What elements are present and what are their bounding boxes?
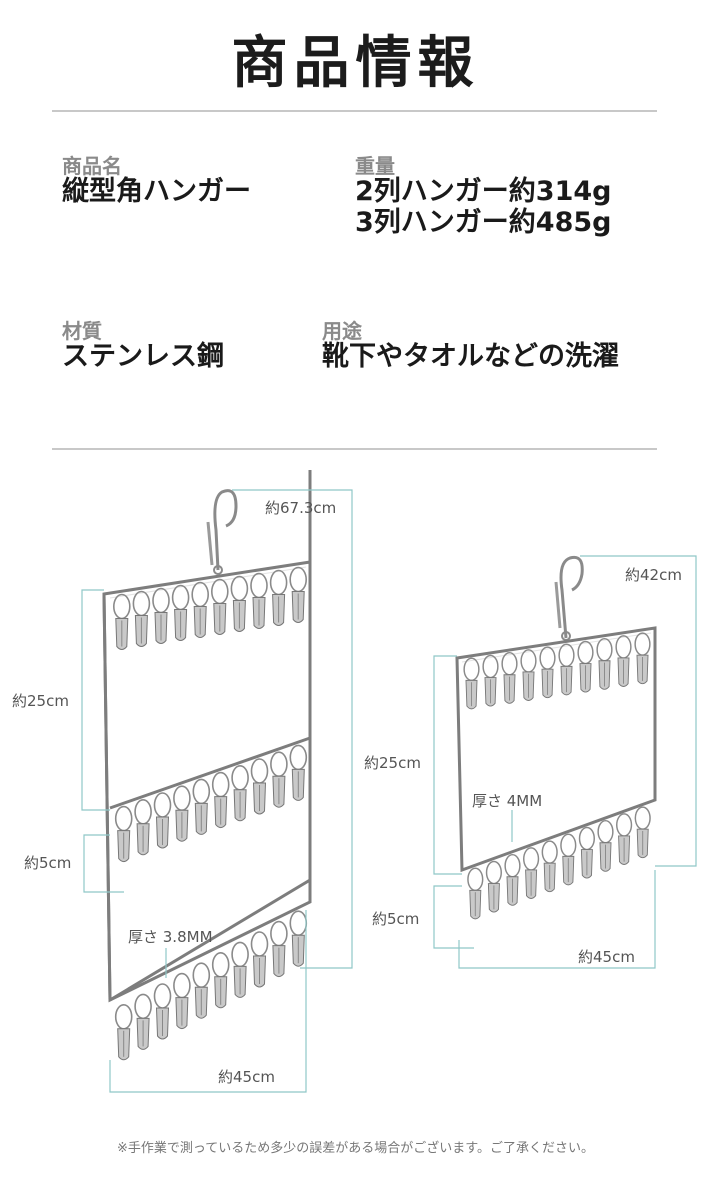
- clothespin-icon: [134, 993, 152, 1050]
- clothespin-icon: [485, 860, 502, 913]
- clip-row-top: [113, 566, 308, 650]
- clothespin-icon: [616, 813, 633, 865]
- clothespin-icon: [211, 771, 230, 829]
- clothespin-icon: [467, 867, 484, 920]
- clothespin-icon: [560, 833, 577, 886]
- clothespin-icon: [501, 651, 518, 704]
- left-clip-label: 約5cm: [24, 854, 71, 872]
- right-height-label: 約42cm: [625, 566, 682, 584]
- clothespin-icon: [173, 785, 191, 842]
- spec-material-label: 材質: [62, 319, 102, 343]
- clothespin-icon: [211, 578, 229, 635]
- clothespin-icon: [173, 972, 191, 1030]
- clip-row-top: [463, 632, 651, 710]
- clothespin-icon: [523, 847, 540, 899]
- clothespin-icon: [134, 798, 152, 856]
- clothespin-icon: [114, 805, 133, 863]
- hanger-2-row: 約42cm 約25cm 厚さ 4MM 約5cm 約45cm: [364, 555, 697, 969]
- clothespin-icon: [482, 654, 499, 707]
- clothespin-icon: [289, 910, 308, 967]
- hanger-3-row: 約67.3cm 約25cm 約5cm 厚さ 3.8MM 約45cm: [12, 470, 353, 1093]
- left-section-label: 約25cm: [12, 692, 69, 710]
- clothespin-icon: [113, 593, 131, 650]
- clothespin-icon: [250, 758, 269, 815]
- clothespin-icon: [463, 657, 480, 710]
- clothespin-icon: [153, 983, 172, 1040]
- clothespin-icon: [191, 581, 209, 638]
- spec-weight-label: 重量: [355, 154, 395, 178]
- left-thickness-label: 厚さ 3.8MM: [128, 928, 213, 946]
- hook-icon: [206, 489, 238, 575]
- clip-row-bottom: [114, 910, 308, 1061]
- clip-row-middle: [114, 744, 308, 863]
- clothespin-icon: [192, 778, 211, 835]
- clothespin-icon: [114, 1003, 133, 1061]
- clothespin-icon: [597, 819, 614, 872]
- clothespin-icon: [230, 575, 249, 632]
- divider-top: [52, 110, 657, 112]
- clothespin-icon: [634, 632, 651, 685]
- clothespin-icon: [231, 941, 249, 998]
- clothespin-icon: [152, 587, 170, 644]
- spec-weight-line-1: 2列ハンガー約314g: [355, 176, 612, 207]
- clothespin-icon: [634, 806, 651, 859]
- clothespin-icon: [269, 569, 288, 626]
- clothespin-icon: [520, 649, 537, 701]
- spec-name-label: 商品名: [62, 154, 122, 178]
- clothespin-icon: [132, 590, 151, 647]
- clothespin-icon: [558, 643, 575, 696]
- spec-weight-line-2: 3列ハンガー約485g: [355, 207, 612, 238]
- spec-usage-value: 靴下やタオルなどの洗濯: [322, 341, 619, 372]
- spec-name-value: 縦型角ハンガー: [62, 176, 251, 207]
- clothespin-icon: [192, 962, 211, 1019]
- clothespin-icon: [615, 635, 632, 687]
- clothespin-icon: [577, 640, 594, 693]
- divider-middle: [52, 448, 657, 450]
- page-title: 商品情報: [231, 31, 480, 96]
- clothespin-icon: [596, 637, 613, 690]
- clothespin-icon: [578, 826, 595, 879]
- left-width-label: 約45cm: [218, 1068, 275, 1086]
- clothespin-icon: [231, 764, 249, 822]
- clothespin-icon: [270, 920, 288, 978]
- clothespin-icon: [250, 931, 269, 988]
- clothespin-icon: [211, 951, 230, 1009]
- clothespin-icon: [504, 853, 521, 906]
- disclaimer-note: ※手作業で測っているため多少の誤差がある場合がございます。ご了承ください。: [117, 1141, 594, 1156]
- clothespin-icon: [539, 646, 556, 699]
- clothespin-icon: [541, 840, 558, 893]
- right-width-label: 約45cm: [578, 948, 635, 966]
- right-section-label: 約25cm: [364, 754, 421, 772]
- clip-row-bottom: [467, 806, 651, 920]
- clothespin-icon: [250, 572, 268, 629]
- right-thickness-label: 厚さ 4MM: [472, 792, 542, 810]
- right-clip-label: 約5cm: [372, 910, 419, 928]
- spec-usage-label: 用途: [322, 319, 362, 343]
- clothespin-icon: [153, 792, 172, 849]
- left-height-label: 約67.3cm: [265, 499, 336, 517]
- clothespin-icon: [289, 744, 308, 801]
- spec-material-value: ステンレス鋼: [62, 341, 224, 372]
- clothespin-icon: [289, 566, 308, 623]
- hook-icon: [554, 555, 584, 641]
- clothespin-icon: [171, 584, 190, 641]
- size-diagram: 約67.3cm 約25cm 約5cm 厚さ 3.8MM 約45cm 約42cm …: [12, 470, 697, 1093]
- clothespin-icon: [270, 751, 288, 808]
